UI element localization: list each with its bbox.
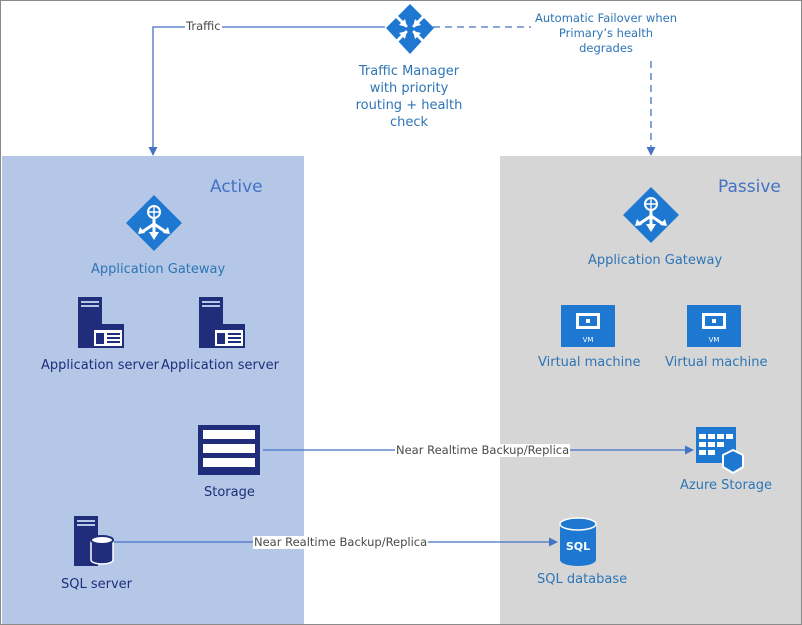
active-application-gateway-icon: [126, 195, 182, 251]
sql-replication-label: Near Realtime Backup/Replica: [253, 535, 429, 549]
sql-server-label: SQL server: [61, 577, 133, 592]
storage-icon: [198, 425, 260, 475]
passive-application-gateway-label: Application Gateway: [588, 253, 723, 268]
virtual-machine-icon: VM: [687, 305, 741, 347]
application-server-icon: [199, 297, 245, 348]
traffic-manager-label: Traffic Manager with priority routing + …: [355, 64, 463, 130]
passive-title: Passive: [718, 177, 781, 197]
virtual-machine-label-2: Virtual machine: [665, 355, 768, 370]
active-application-gateway-label: Application Gateway: [91, 262, 226, 277]
sql-server-icon: [74, 516, 114, 566]
application-server-icon: [78, 297, 124, 348]
vm-badge-text: VM: [583, 336, 594, 344]
traffic-connector: [148, 26, 385, 156]
sql-badge-text: SQL: [566, 540, 590, 553]
virtual-machine-label-1: Virtual machine: [538, 355, 641, 370]
traffic-label: Traffic: [185, 19, 222, 33]
traffic-manager-icon: [386, 4, 434, 54]
sql-database-icon: SQL: [559, 517, 597, 566]
sql-database-label: SQL database: [537, 572, 628, 587]
storage-label: Storage: [204, 485, 255, 500]
active-title: Active: [210, 177, 263, 197]
failover-label: Automatic Failover when Primary’s health…: [531, 11, 681, 56]
azure-storage-label: Azure Storage: [680, 478, 773, 493]
passive-application-gateway-icon: [623, 187, 679, 243]
storage-replication-label: Near Realtime Backup/Replica: [395, 443, 571, 457]
virtual-machine-icon: VM: [561, 305, 615, 347]
azure-storage-icon: [696, 427, 744, 475]
vm-badge-text: VM: [709, 336, 720, 344]
application-server-label-1: Application server: [41, 358, 159, 373]
application-server-label-2: Application server: [161, 358, 279, 373]
